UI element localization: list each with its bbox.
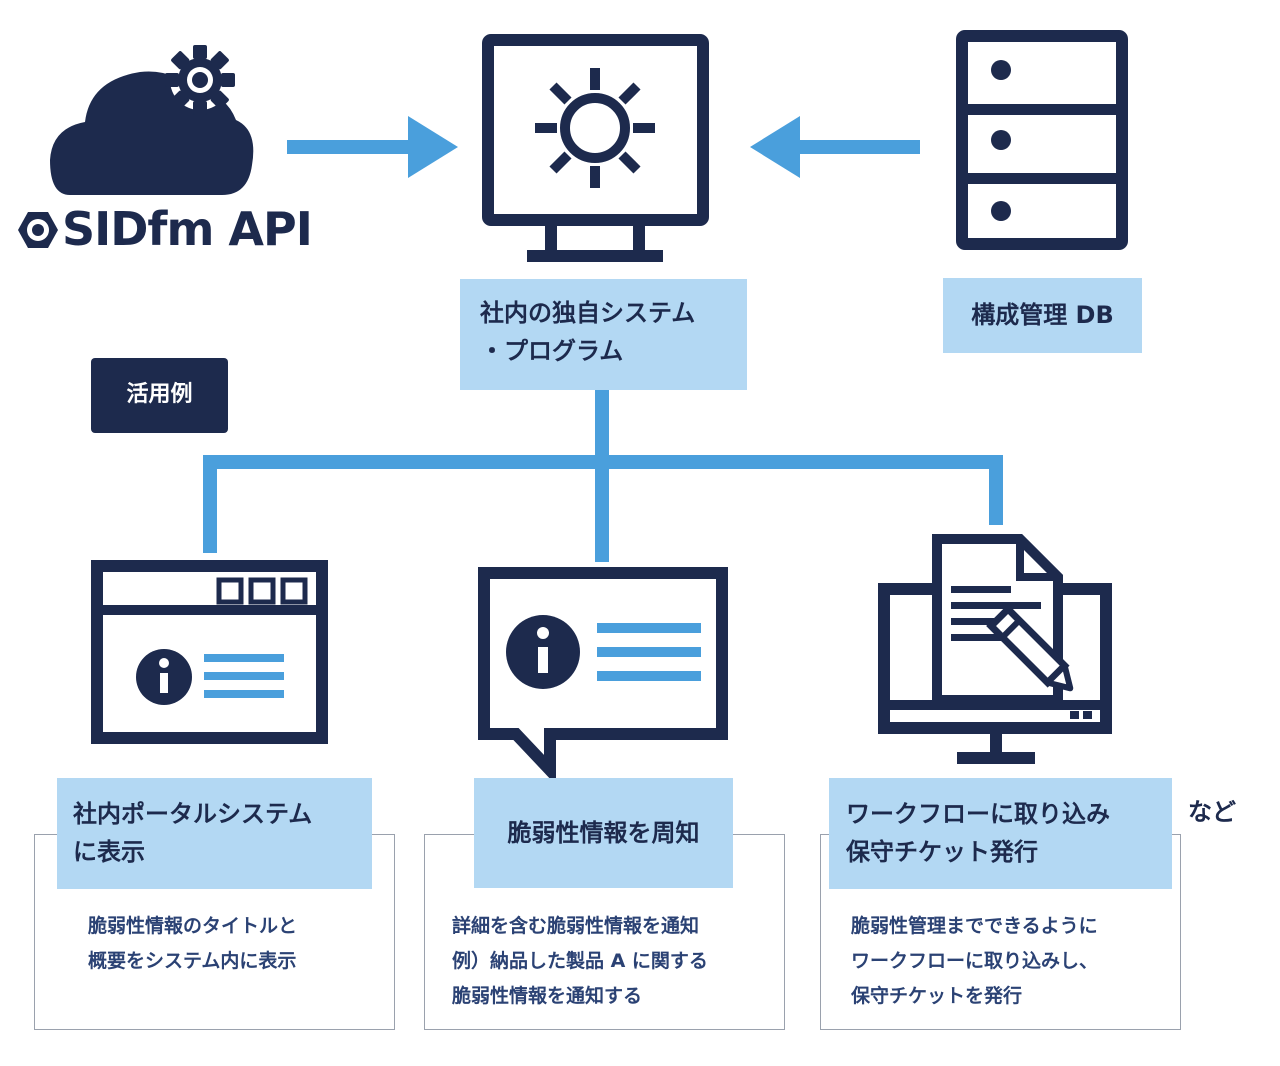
use-case-1-desc: 脆弱性情報のタイトルと 概要をシステム内に表示 [88, 909, 297, 979]
use-case-2-desc-line3: 脆弱性情報を通知する [452, 985, 643, 1007]
use-case-1-title-line2: に表示 [73, 838, 145, 866]
use-case-1-title-line1: 社内ポータルシステム [73, 800, 313, 828]
use-case-3-desc-line1: 脆弱性管理までできるように [851, 915, 1098, 937]
server-rack-icon [956, 30, 1128, 250]
use-case-3-desc-line2: ワークフローに取り込みし、 [851, 950, 1099, 972]
etc-label: など [1188, 798, 1236, 826]
connector-lines [203, 390, 1003, 562]
use-case-1-desc-line2: 概要をシステム内に表示 [88, 950, 297, 972]
monitor-gear-icon [482, 34, 709, 262]
center-label-line1: 社内の独自システム [480, 299, 696, 327]
db-label: 構成管理 DB [943, 278, 1142, 353]
browser-window-info-icon [91, 560, 328, 744]
monitor-document-pen-icon [878, 534, 1112, 764]
arrow-api-to-center [287, 116, 458, 178]
use-case-2-desc: 詳細を含む脆弱性情報を通知 例）納品した製品 A に関する 脆弱性情報を通知する [452, 909, 708, 1014]
arrow-db-to-center [750, 116, 920, 178]
use-case-2-title: 脆弱性情報を周知 [474, 778, 733, 888]
use-case-3-title: ワークフローに取り込み 保守チケット発行 [829, 778, 1172, 889]
sidfm-api-logo: SIDfm API [62, 202, 313, 256]
use-case-3-desc-line3: 保守チケットを発行 [851, 985, 1023, 1007]
use-case-2-desc-line2: 例）納品した製品 A に関する [452, 950, 708, 972]
center-system-label: 社内の独自システム ・プログラム [460, 279, 747, 390]
usage-examples-tag: 活用例 [91, 358, 228, 433]
use-case-3-title-line2: 保守チケット発行 [846, 838, 1038, 866]
use-case-1-title: 社内ポータルシステム に表示 [57, 778, 372, 889]
cloud-gear-icon [50, 45, 254, 195]
center-label-line2: ・プログラム [480, 337, 624, 365]
use-case-3-title-line1: ワークフローに取り込み [846, 800, 1110, 828]
sidfm-logo-mark [18, 212, 58, 248]
use-case-2-desc-line1: 詳細を含む脆弱性情報を通知 [452, 915, 700, 937]
use-case-3-desc: 脆弱性管理までできるように ワークフローに取り込みし、 保守チケットを発行 [851, 909, 1098, 1014]
use-case-1-desc-line1: 脆弱性情報のタイトルと [88, 915, 298, 937]
speech-bubble-info-icon [478, 567, 728, 786]
